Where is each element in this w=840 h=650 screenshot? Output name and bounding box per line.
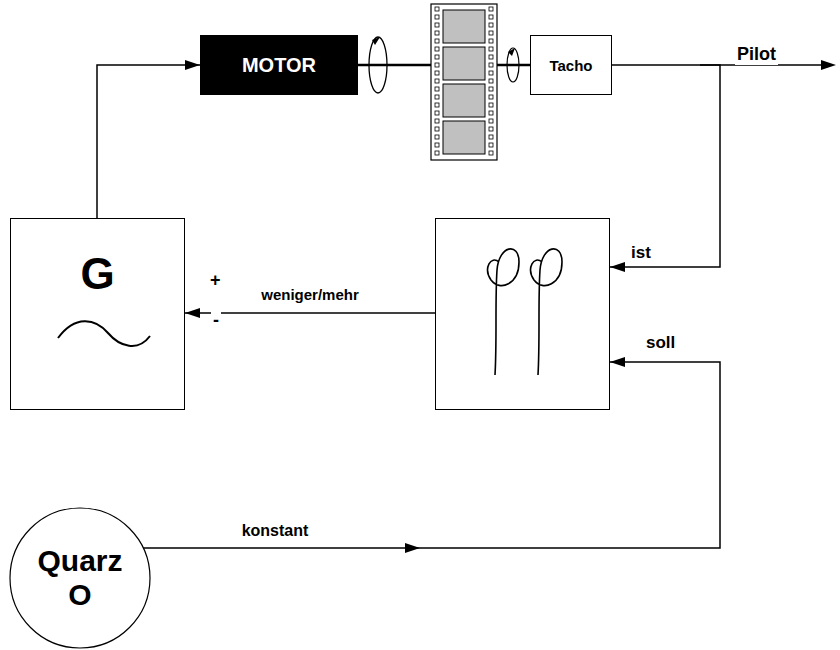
sprocket-hole <box>435 151 439 155</box>
sprocket-hole <box>489 135 493 139</box>
sprocket-hole <box>489 55 493 59</box>
comparator-symbol <box>488 249 519 375</box>
minus-sign: - <box>211 310 221 331</box>
signal-line <box>185 312 435 314</box>
rotation-arrow <box>372 37 380 45</box>
sprocket-hole <box>489 15 493 19</box>
comparator-box: istsoll <box>435 218 610 410</box>
sprocket-hole <box>489 23 493 27</box>
sprocket-hole <box>435 39 439 43</box>
sprocket-hole <box>489 119 493 123</box>
signal-name: Pilot <box>735 44 778 65</box>
node-label: Quarz O <box>30 544 130 613</box>
sprocket-hole <box>435 47 439 51</box>
motor-box: MOTOR <box>200 35 358 95</box>
node-label: MOTOR <box>242 54 316 77</box>
sprocket-hole <box>435 7 439 11</box>
film-frame <box>443 121 485 154</box>
sprocket-hole <box>489 111 493 115</box>
arrow-head <box>821 60 836 70</box>
node-label: Tacho <box>549 57 592 74</box>
plus-sign: + <box>208 270 223 291</box>
edge-label: konstant <box>240 522 311 540</box>
sprocket-hole <box>489 95 493 99</box>
sprocket-hole <box>435 127 439 131</box>
sprocket-hole <box>435 31 439 35</box>
sprocket-hole <box>435 71 439 75</box>
comparator-symbol <box>531 249 562 375</box>
sine-symbol <box>58 321 150 346</box>
sprocket-hole <box>489 39 493 43</box>
sprocket-hole <box>489 63 493 67</box>
rotation-arrow <box>508 48 515 56</box>
signal-line <box>97 65 200 218</box>
signal-line <box>143 362 720 548</box>
signal-line <box>610 65 720 267</box>
sprocket-hole <box>489 31 493 35</box>
sprocket-hole <box>489 47 493 51</box>
sprocket-hole <box>435 103 439 107</box>
oscillator-circle <box>10 508 150 648</box>
sprocket-hole <box>435 119 439 123</box>
sprocket-hole <box>435 23 439 27</box>
generator-box: G <box>10 218 185 410</box>
signal-name: ist <box>631 243 651 263</box>
sprocket-hole <box>435 15 439 19</box>
sprocket-hole <box>489 103 493 107</box>
node-label: G <box>80 249 114 299</box>
sprocket-hole <box>489 79 493 83</box>
quartz-oscillator: Quarz O <box>9 507 151 649</box>
sprocket-hole <box>435 87 439 91</box>
sprocket-hole <box>435 111 439 115</box>
film-frame <box>443 47 485 80</box>
film-strip <box>431 4 497 160</box>
sprocket-hole <box>489 127 493 131</box>
sprocket-hole <box>435 143 439 147</box>
film-base <box>431 4 497 160</box>
sprocket-hole <box>489 143 493 147</box>
sprocket-hole <box>435 79 439 83</box>
film-frame <box>443 10 485 43</box>
sprocket-hole <box>435 95 439 99</box>
tacho-box: Tacho <box>530 35 612 95</box>
film-frame <box>443 84 485 117</box>
sprocket-hole <box>435 63 439 67</box>
sprocket-hole <box>435 55 439 59</box>
sprocket-hole <box>489 87 493 91</box>
sprocket-hole <box>489 7 493 11</box>
signal-name: soll <box>646 333 675 353</box>
rotation-symbol <box>507 48 519 82</box>
arrow-head <box>405 543 420 553</box>
edge-label: weniger/mehr <box>259 286 361 303</box>
sprocket-hole <box>489 71 493 75</box>
sprocket-hole <box>435 135 439 139</box>
sprocket-hole <box>489 151 493 155</box>
rotation-symbol <box>369 37 387 93</box>
